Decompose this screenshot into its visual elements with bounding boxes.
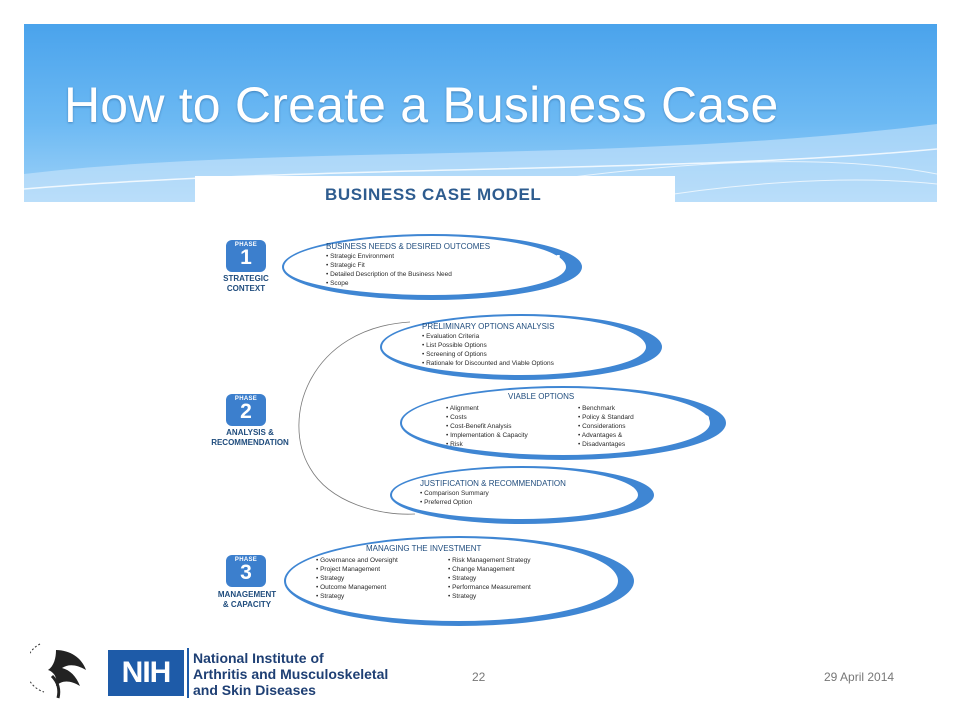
step-3-number: 3 bbox=[700, 412, 711, 432]
slide-date: 29 April 2014 bbox=[824, 670, 895, 684]
model-title: BUSINESS CASE MODEL bbox=[325, 185, 542, 204]
phase-3-label: MANAGEMENT & CAPACITY bbox=[217, 590, 277, 609]
step-2-number: 2 bbox=[630, 336, 641, 356]
nih-logo-divider bbox=[187, 648, 189, 698]
step-4-items: Comparison Summary Preferred Option bbox=[420, 489, 489, 507]
step-5-items-right: Risk Management Strategy Change Manageme… bbox=[448, 556, 531, 601]
phase-1-label: STRATEGIC CONTEXT bbox=[223, 274, 269, 293]
phase-2-badge: PHASE 2 bbox=[226, 394, 266, 426]
step-3-items-right: Benchmark Policy & Standard Consideratio… bbox=[578, 404, 634, 449]
phase-3-badge: PHASE 3 bbox=[226, 555, 266, 587]
step-4-title: JUSTIFICATION & RECOMMENDATION bbox=[420, 479, 566, 488]
step-3-title: VIABLE OPTIONS bbox=[508, 392, 575, 401]
step-1-number: 1 bbox=[553, 252, 564, 272]
title-banner: How to Create a Business Case bbox=[24, 24, 937, 202]
step-1-title: BUSINESS NEEDS & DESIRED OUTCOMES bbox=[326, 242, 491, 251]
step-3-items-left: Alignment Costs Cost-Benefit Analysis Im… bbox=[446, 404, 528, 449]
phase-2-connector-arc bbox=[298, 321, 416, 515]
page-number: 22 bbox=[472, 670, 486, 684]
step-2-items: Evaluation Criteria List Possible Option… bbox=[422, 332, 554, 368]
hhs-eagle-logo-icon bbox=[30, 643, 86, 699]
phase-2-label: ANALYSIS & RECOMMENDATION bbox=[211, 428, 289, 447]
step-5-title: MANAGING THE INVESTMENT bbox=[366, 544, 482, 553]
step-1-items: Strategic Environment Strategic Fit Deta… bbox=[326, 252, 452, 288]
step-2-title: PRELIMINARY OPTIONS ANALYSIS bbox=[422, 322, 555, 331]
institute-name: National Institute of Arthritis and Musc… bbox=[193, 650, 389, 698]
slide-title: How to Create a Business Case bbox=[64, 77, 779, 133]
step-5-number: 5 bbox=[596, 568, 607, 588]
nih-logo: NIH bbox=[108, 650, 184, 696]
step-4-number: 4 bbox=[625, 484, 636, 504]
step-5-items-left: Governance and Oversight Project Managem… bbox=[316, 556, 398, 601]
phase-1-badge: PHASE 1 bbox=[226, 240, 266, 272]
